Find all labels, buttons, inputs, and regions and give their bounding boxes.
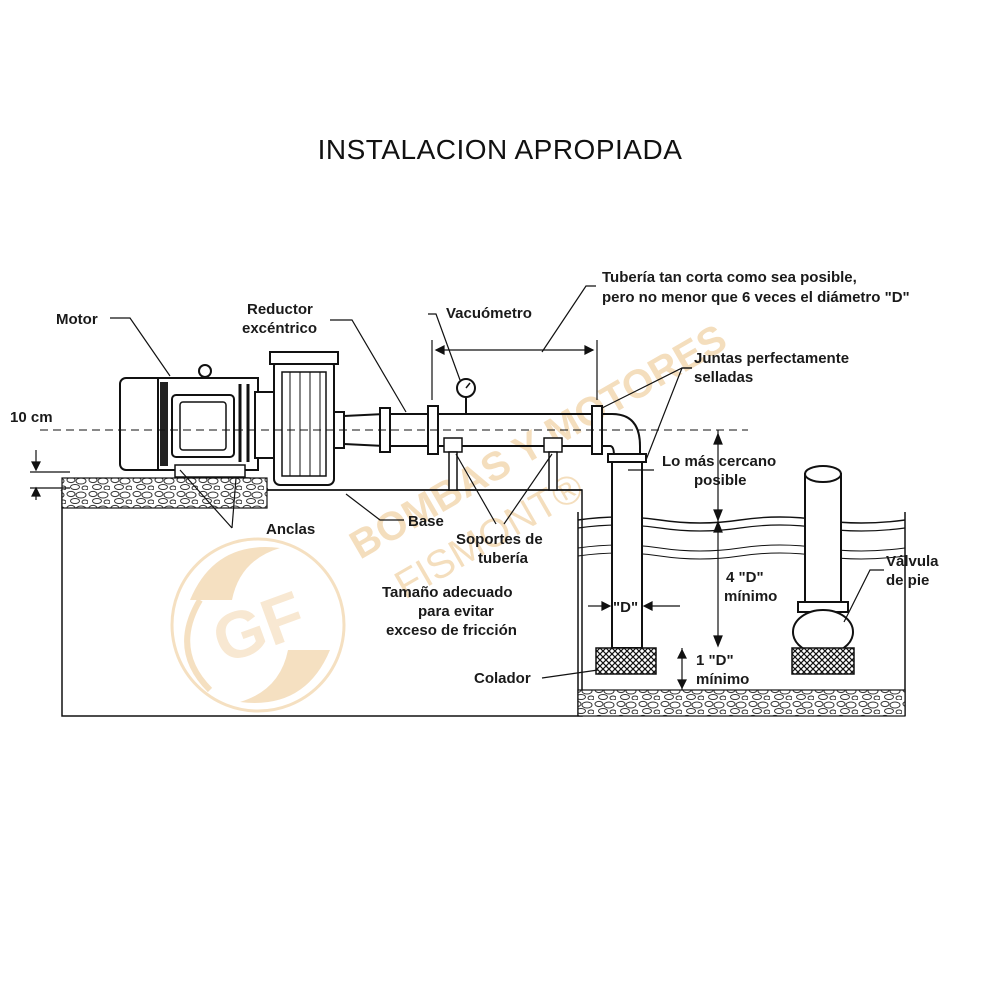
label-juntas-line2: selladas — [694, 369, 753, 386]
label-reductor: Reductor — [247, 301, 313, 318]
label-juntas-line1: Juntas perfectamente — [694, 350, 849, 367]
ground-base — [60, 477, 583, 717]
label-10cm: 10 cm — [10, 409, 53, 426]
sump — [577, 512, 906, 717]
foot-valve-pipe — [791, 465, 855, 675]
label-4d: 4 "D" — [726, 569, 764, 586]
label-1d-minimo: mínimo — [696, 671, 749, 688]
label-tamano-line3: exceso de fricción — [386, 622, 517, 639]
label-1d: 1 "D" — [696, 652, 734, 669]
watermark-logo: GF — [170, 537, 346, 713]
label-tamano-line1: Tamaño adecuado — [382, 584, 513, 601]
label-d: "D" — [613, 599, 638, 616]
labels: Motor Reductor excéntrico Vacuómetro Tub… — [10, 269, 939, 688]
strainer — [595, 647, 657, 675]
label-soportes-line2: tubería — [478, 550, 529, 567]
vacuum-gauge — [456, 378, 476, 414]
label-colador: Colador — [474, 670, 531, 687]
label-tuberia-line2: pero no menor que 6 veces el diámetro "D… — [602, 289, 910, 306]
label-tuberia-line1: Tubería tan corta como sea posible, — [602, 269, 857, 286]
label-vacuometro: Vacuómetro — [446, 305, 532, 322]
label-tamano-line2: para evitar — [418, 603, 494, 620]
label-motor: Motor — [56, 311, 98, 328]
label-cercano-line1: Lo más cercano — [662, 453, 776, 470]
dimension-lines — [30, 340, 723, 690]
label-base: Base — [408, 513, 444, 530]
label-excentrico: excéntrico — [242, 320, 317, 337]
label-valvula-line1: Válvula — [886, 553, 939, 570]
label-cercano-line2: posible — [694, 472, 747, 489]
motor — [119, 364, 276, 478]
label-soportes-line1: Soportes de — [456, 531, 543, 548]
label-valvula-line2: de pie — [886, 572, 929, 589]
pipe-supports — [443, 437, 563, 491]
label-anclas: Anclas — [266, 521, 315, 538]
pump — [269, 351, 345, 486]
page-title: INSTALACION APROPIADA — [317, 134, 683, 165]
label-4d-minimo: mínimo — [724, 588, 777, 605]
leader-lines — [110, 285, 884, 679]
